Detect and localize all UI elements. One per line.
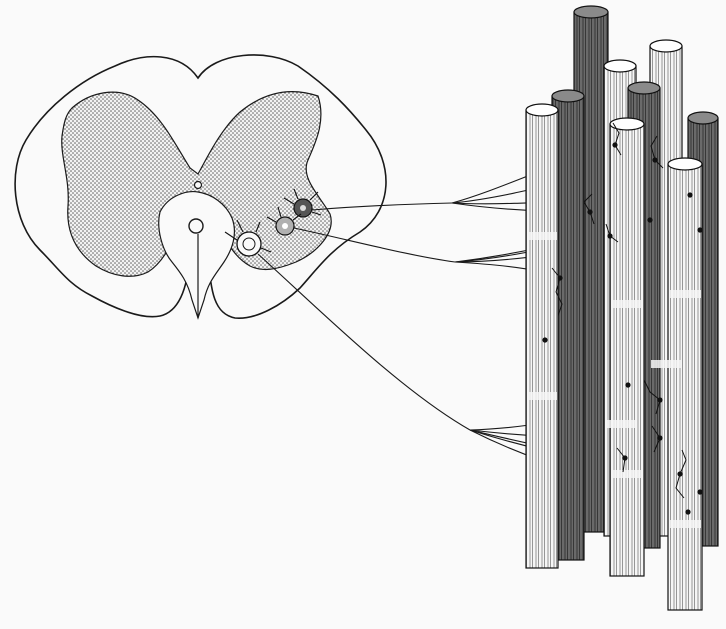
- axon-3: [257, 253, 471, 431]
- muscle-fiber-bundle: [525, 5, 719, 611]
- spinal-cord-section: [14, 54, 387, 320]
- dorsal-commissure-dot: [193, 180, 203, 190]
- motor-neuron-3: [224, 219, 272, 257]
- fiber-bands: [527, 232, 701, 528]
- muscle-fiber: [525, 103, 559, 569]
- muscle-fiber: [609, 117, 645, 577]
- central-canal: [188, 218, 204, 234]
- terminal-branches: [551, 122, 687, 499]
- motor-neuron-2: [266, 206, 302, 236]
- muscle-fiber: [667, 157, 703, 611]
- axon-2: [293, 227, 456, 263]
- central-white-region: [158, 191, 236, 320]
- axon-1: [311, 202, 453, 211]
- motor-neuron-1: [283, 188, 322, 218]
